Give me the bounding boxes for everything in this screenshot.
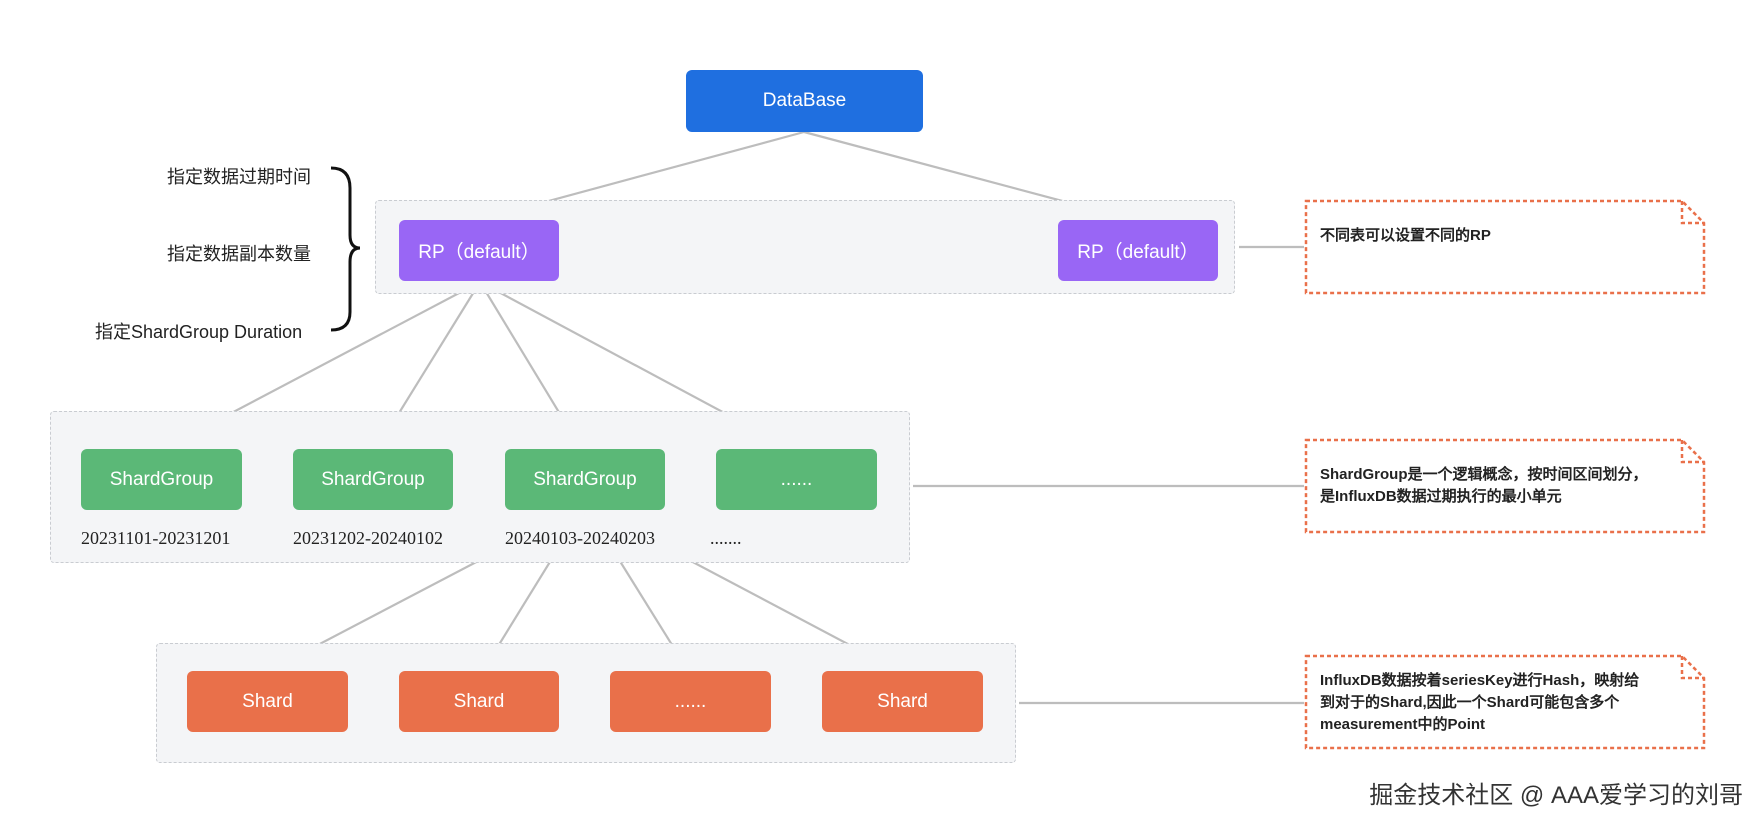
watermark: 掘金技术社区 @ AAA爱学习的刘哥 (1369, 782, 1743, 809)
brace-icon (330, 166, 361, 332)
note-rp-text: 不同表可以设置不同的RP (1320, 227, 1491, 244)
shardgroup-node: ShardGroup (505, 449, 665, 510)
note-shard-text: InfluxDB数据按着seriesKey进行Hash，映射给 到对于的Shar… (1320, 672, 1640, 733)
note-rp-outline (1304, 199, 1706, 295)
note-shardgroup: ShardGroup是一个逻辑概念，按时间区间划分， 是InfluxDB数据过期… (1306, 440, 1704, 532)
note-shard-outline-fold (1680, 656, 1704, 680)
note-rp: 不同表可以设置不同的RP (1306, 201, 1704, 293)
shardgroup-node-ellipsis: ...... (716, 449, 877, 510)
shardgroup-range: 20240103-20240203 (505, 528, 655, 548)
shard-node: Shard (822, 671, 983, 732)
note-rp-outline-fold (1680, 201, 1704, 225)
shardgroup-node: ShardGroup (293, 449, 453, 510)
rp-node-left: RP（default） (399, 220, 559, 281)
shardgroup-range-ellipsis: ....... (710, 528, 742, 548)
shardgroup-node: ShardGroup (81, 449, 242, 510)
note-shardgroup-outline-fold (1680, 440, 1704, 464)
shardgroup-range: 20231202-20240102 (293, 528, 443, 548)
shard-node-ellipsis: ...... (610, 671, 771, 732)
note-shardgroup-outline (1304, 438, 1706, 534)
shard-node: Shard (187, 671, 348, 732)
database-node: DataBase (686, 70, 923, 132)
shard-node: Shard (399, 671, 559, 732)
rp-node-right: RP（default） (1058, 220, 1218, 281)
note-shardgroup-text: ShardGroup是一个逻辑概念，按时间区间划分， 是InfluxDB数据过期… (1320, 466, 1648, 505)
rp-annotation-duration: 指定ShardGroup Duration (95, 322, 303, 342)
note-shard: InfluxDB数据按着seriesKey进行Hash，映射给 到对于的Shar… (1306, 656, 1704, 748)
shardgroup-range: 20231101-20231201 (81, 528, 231, 548)
rp-annotation-replica: 指定数据副本数量 (167, 244, 311, 264)
rp-annotation-expiry: 指定数据过期时间 (167, 167, 311, 187)
note-shard-outline (1304, 654, 1706, 750)
